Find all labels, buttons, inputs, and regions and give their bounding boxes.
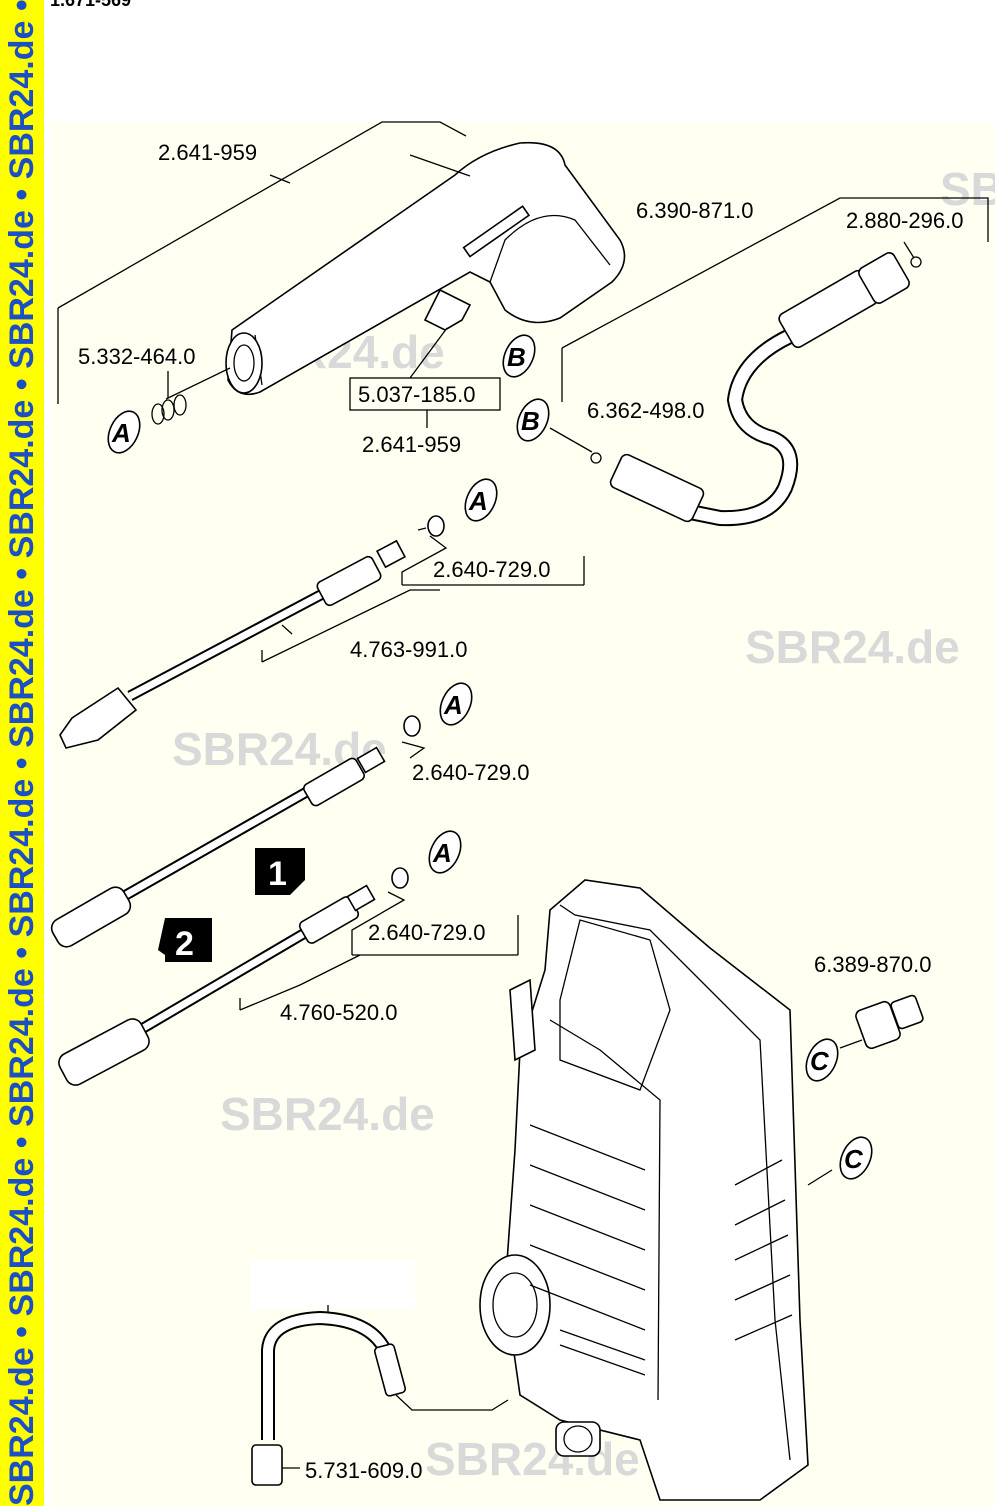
reference-marker-a: A [428, 830, 462, 874]
svg-text:A: A [468, 486, 488, 516]
part-label-lance-1: 4.763-991.0 [350, 637, 467, 662]
part-label-hose-nipple: 6.362-498.0 [587, 398, 704, 423]
reference-marker-a: A [107, 410, 141, 454]
svg-text:2: 2 [175, 925, 194, 963]
hose-coupling [855, 994, 924, 1050]
spray-gun [225, 141, 626, 396]
part-label-gun: 2.641-959 [158, 140, 257, 165]
part-label-oring-set: 5.332-464.0 [78, 344, 195, 369]
svg-text:1: 1 [268, 855, 287, 893]
svg-text:A: A [432, 838, 452, 868]
part-label-hose: 6.390-871.0 [636, 198, 753, 223]
svg-text:B: B [521, 406, 540, 436]
part-label-lance-2: 4.760-520.0 [280, 1000, 397, 1025]
part-label-trigger-lock: 5.037-185.0 [358, 382, 475, 407]
watermark: SBR24.de [940, 163, 995, 215]
reference-marker-b: B [502, 334, 536, 378]
watermark: SBR24.de [220, 1088, 435, 1140]
suction-hose [251, 1310, 407, 1486]
part-label-gun-repeat: 2.641-959 [362, 432, 461, 457]
reference-marker-c: C [839, 1136, 873, 1180]
svg-text:A: A [111, 418, 131, 448]
watermark: SBR24.de [425, 1433, 640, 1485]
pressure-washer-housing [479, 879, 809, 1501]
reference-marker-a: A [464, 478, 498, 522]
part-label-nozzle-kit-1: 2.640-729.0 [433, 557, 550, 582]
svg-text:C: C [844, 1144, 864, 1174]
spray-lance-variant-1 [50, 715, 421, 948]
part-label-nozzle-kit-3: 2.640-729.0 [368, 920, 485, 945]
variant-1-marker: 1 [255, 848, 305, 895]
document-id: 1.671-569 [50, 0, 132, 10]
reference-marker-c: C [805, 1038, 839, 1082]
svg-text:C: C [810, 1046, 830, 1076]
reference-marker-a: A [439, 682, 473, 726]
oring-set [151, 394, 187, 425]
svg-text:A: A [443, 690, 463, 720]
reference-marker-b: B [516, 398, 550, 442]
part-label-hose-oring: 2.880-296.0 [846, 208, 963, 233]
variant-2-marker: 2 [158, 918, 212, 963]
spray-lance-2 [58, 867, 409, 1086]
watermark: SBR24.de [745, 621, 960, 673]
spray-lance-1 [59, 515, 445, 749]
part-label-nozzle-kit-2: 2.640-729.0 [412, 760, 529, 785]
part-label-suction-hose: 5.731-609.0 [305, 1458, 422, 1483]
high-pressure-hose [609, 252, 910, 527]
svg-text:B: B [507, 342, 526, 372]
part-label-coupling: 6.389-870.0 [814, 952, 931, 977]
sidebar-watermark-strip: SBR24.de • SBR24.de • SBR24.de • SBR24.d… [0, 0, 44, 1506]
